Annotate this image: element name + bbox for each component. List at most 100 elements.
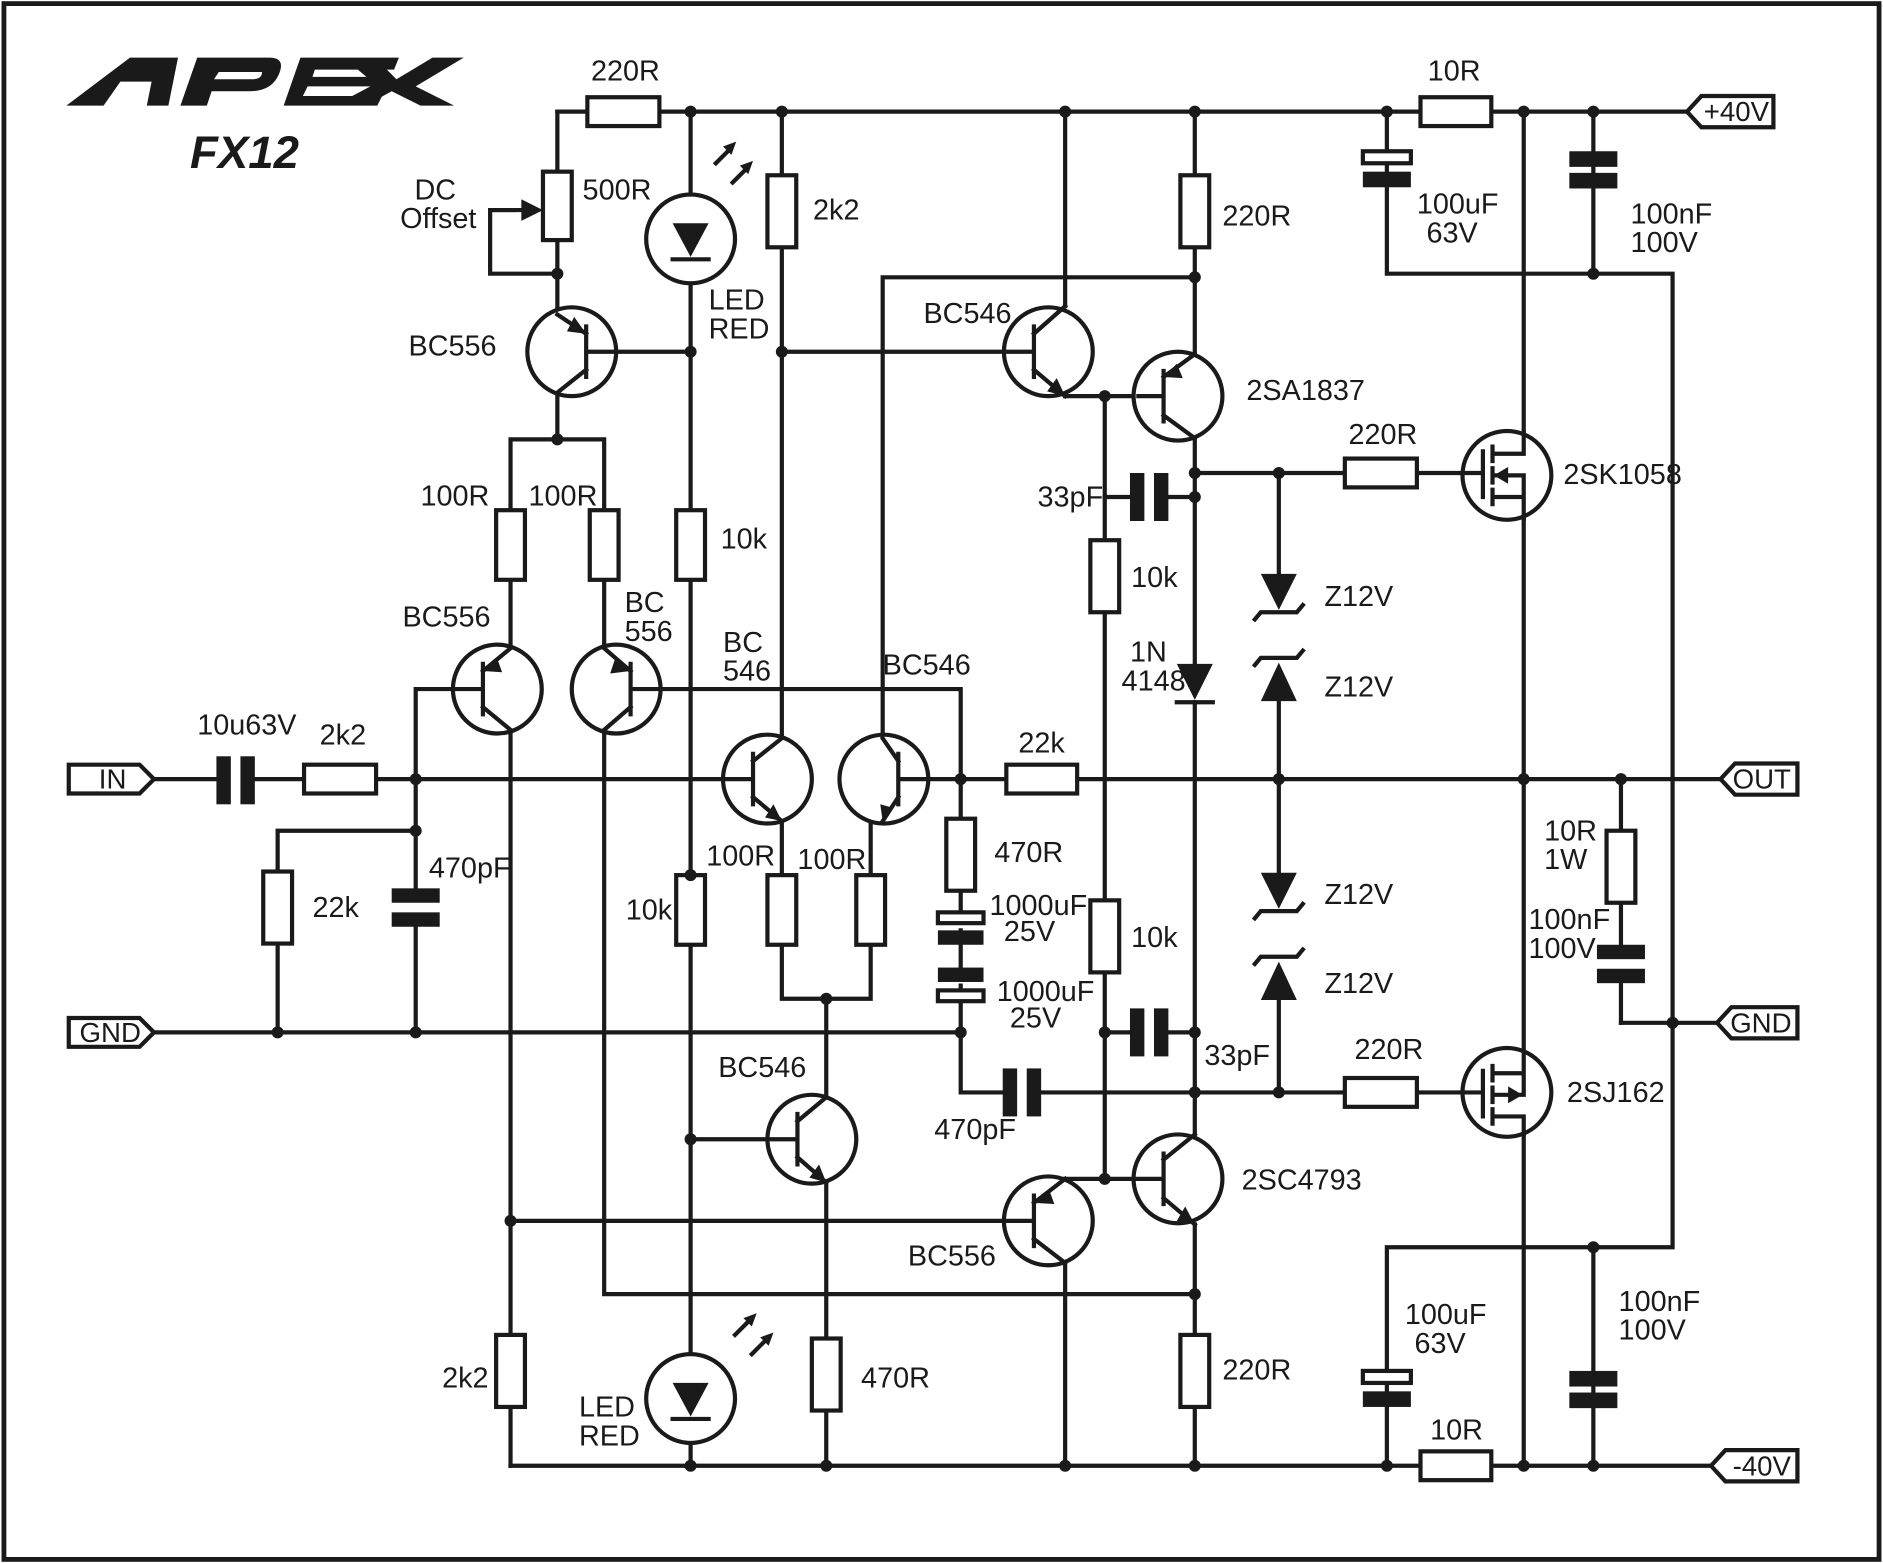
npn-arrow-icon bbox=[765, 804, 782, 822]
label-q-diff-p1: BC556 bbox=[402, 602, 490, 634]
zener-lower-b bbox=[1251, 946, 1306, 1000]
resistor-220r-top bbox=[585, 95, 662, 129]
port-vneg-label: -40V bbox=[1733, 1450, 1792, 1481]
label-pot-title-2: Offset bbox=[400, 203, 476, 235]
port-out: OUT bbox=[1717, 761, 1800, 797]
resistor-10k-left-top bbox=[674, 508, 708, 582]
label-r-100r-d: 100R bbox=[797, 844, 866, 876]
resistor-220r-vas-bottom bbox=[1178, 1332, 1212, 1410]
label-diode-2: 4148 bbox=[1122, 665, 1186, 697]
label-r-zobel-2: 1W bbox=[1544, 844, 1588, 876]
port-gnd-left: GND bbox=[66, 1015, 157, 1049]
zener-upper-b bbox=[1251, 647, 1306, 702]
label-q-vas-bot: BC556 bbox=[908, 1240, 996, 1272]
label-z2: Z12V bbox=[1324, 671, 1394, 703]
transistor-bc546-diff-b bbox=[837, 732, 931, 826]
led-red-top bbox=[644, 141, 754, 286]
nfet-arrow-icon bbox=[1493, 466, 1509, 484]
capacitor-1000uf-a bbox=[935, 910, 986, 926]
capacitor-33pf-bottom bbox=[1129, 1008, 1145, 1057]
label-c-470p-comp: 470pF bbox=[934, 1114, 1016, 1146]
label-r-10k-mid-bot: 10k bbox=[1131, 922, 1178, 954]
light-arrow-icon bbox=[760, 1332, 774, 1346]
capacitor-100uf-top bbox=[1360, 149, 1413, 166]
pnp-arrow-icon bbox=[610, 659, 631, 674]
label-q-2sc4793: 2SC4793 bbox=[1242, 1165, 1362, 1197]
port-vpos: +40V bbox=[1684, 93, 1776, 130]
label-r-220-vas: 220R bbox=[1222, 201, 1291, 233]
label-r-100r-c: 100R bbox=[706, 841, 775, 873]
label-q-ccs-top: BC556 bbox=[408, 330, 496, 362]
resistor-470r-feedback bbox=[944, 816, 978, 893]
label-led-bot-1: LED bbox=[579, 1392, 635, 1424]
label-diode-1: 1N bbox=[1130, 636, 1167, 668]
brand-logo: FX12 bbox=[66, 57, 464, 178]
label-c-zobel-2: 100V bbox=[1529, 933, 1597, 965]
label-r-fb: 22k bbox=[1018, 728, 1065, 760]
label-z1: Z12V bbox=[1324, 581, 1394, 613]
resistor-2k2-top bbox=[765, 173, 799, 250]
resistor-10r-top bbox=[1418, 95, 1494, 129]
label-led-top-1: LED bbox=[709, 285, 765, 317]
potentiometer-500r bbox=[540, 169, 574, 243]
label-q-diff-p2-1: BC bbox=[625, 587, 665, 619]
label-c-100u-bot-1: 100uF bbox=[1405, 1299, 1487, 1331]
pnp-arrow-icon bbox=[1033, 1190, 1055, 1205]
brand-model: FX12 bbox=[190, 127, 299, 178]
zener-lower-a bbox=[1251, 872, 1306, 922]
transistor-bc556-ccs-top bbox=[525, 305, 619, 399]
capacitors bbox=[216, 149, 1645, 1409]
resistor-22k-shunt bbox=[261, 869, 295, 946]
label-r-470-bot: 470R bbox=[861, 1363, 930, 1395]
label-c-100u-top-1: 100uF bbox=[1417, 189, 1499, 221]
label-led-bot-2: RED bbox=[579, 1420, 640, 1452]
capacitor-100uf-bottom bbox=[1360, 1368, 1413, 1386]
mosfet-2sj162 bbox=[1460, 1045, 1554, 1139]
resistor-10r-bottom bbox=[1418, 1449, 1494, 1483]
light-arrow-icon bbox=[743, 1313, 757, 1327]
label-r-in-shunt: 22k bbox=[312, 892, 359, 924]
npn-arrow-icon bbox=[1176, 1206, 1195, 1225]
resistor-100r-b bbox=[587, 508, 621, 582]
label-r-10k-left-top: 10k bbox=[721, 524, 768, 556]
pnp-arrow-icon bbox=[566, 316, 587, 334]
capacitor-100nf-top bbox=[1569, 151, 1618, 167]
label-z3: Z12V bbox=[1324, 879, 1394, 911]
transistor-bc556-diff-b bbox=[569, 642, 663, 736]
wiper-arrow-icon bbox=[521, 199, 543, 221]
label-r-10k-mid-top: 10k bbox=[1131, 562, 1178, 594]
transistor-2sa1837 bbox=[1131, 349, 1225, 443]
diode-1n4148 bbox=[1174, 663, 1215, 705]
resistor-2k2-input bbox=[301, 762, 379, 796]
label-q-vas-top: BC546 bbox=[923, 298, 1011, 330]
label-r-2k2-top: 2k2 bbox=[813, 195, 859, 227]
diodes bbox=[644, 141, 1306, 1446]
resistor-100r-c bbox=[765, 873, 799, 947]
label-c-1000u-b-2: 25V bbox=[1010, 1003, 1062, 1035]
label-r-10r-top: 10R bbox=[1428, 55, 1481, 87]
npn-arrow-icon bbox=[1047, 378, 1066, 397]
resistors bbox=[261, 95, 1638, 1483]
label-r-470-fb: 470R bbox=[994, 837, 1063, 869]
capacitor-1000uf-b bbox=[937, 967, 984, 982]
label-c-33p-bot: 33pF bbox=[1204, 1040, 1270, 1072]
label-c-100n-top-1: 100nF bbox=[1631, 198, 1713, 230]
pfet-arrow-icon bbox=[1508, 1086, 1523, 1104]
label-r-220-bot: 220R bbox=[1222, 1354, 1291, 1386]
resistor-220r-vas-top bbox=[1178, 173, 1212, 250]
label-c-zobel-1: 100nF bbox=[1529, 904, 1611, 936]
label-c-1000u-b-1: 1000uF bbox=[997, 976, 1095, 1008]
resistor-100r-d bbox=[854, 873, 888, 947]
transistors bbox=[450, 303, 1554, 1268]
transistor-bc546-diff-a bbox=[720, 732, 814, 826]
label-r-10r-bot: 10R bbox=[1430, 1414, 1483, 1446]
label-c-100n-bot-2: 100V bbox=[1619, 1315, 1687, 1347]
brand-logo-mark bbox=[66, 57, 464, 106]
label-q-2sa1837: 2SA1837 bbox=[1246, 375, 1365, 407]
label-c-100u-top-2: 63V bbox=[1426, 217, 1478, 249]
resistor-220r-gate-bottom bbox=[1342, 1075, 1419, 1109]
label-r-zobel-1: 10R bbox=[1544, 815, 1597, 847]
npn-arrow-icon bbox=[809, 1164, 827, 1183]
resistor-100r-a bbox=[494, 508, 528, 582]
pnp-arrow-icon bbox=[482, 659, 503, 673]
